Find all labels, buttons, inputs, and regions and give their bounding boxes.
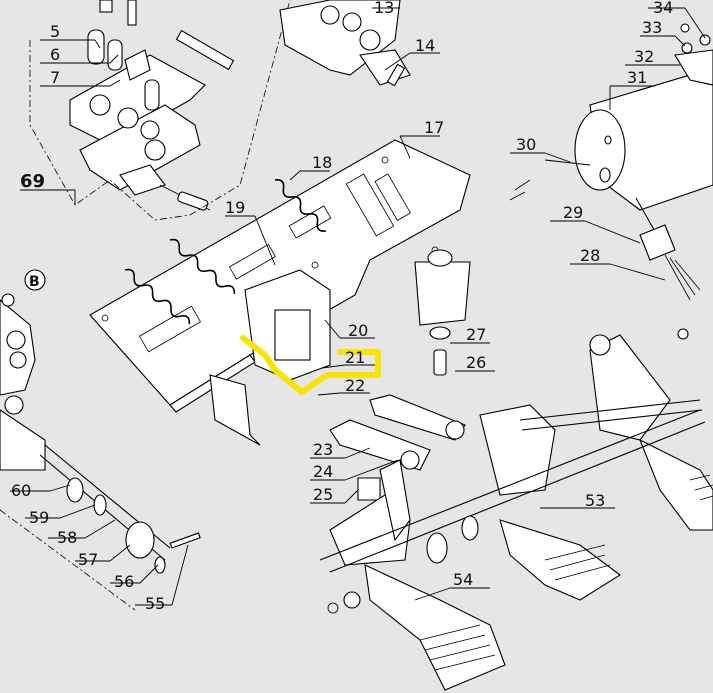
label-34: 34	[653, 0, 673, 17]
label-25: 25	[313, 485, 333, 504]
main-base-plate	[89, 139, 471, 446]
label-59: 59	[29, 508, 49, 527]
part-number-labels: 5 6 7 13 14 17 18 19 20 21 22 23 24 25 2…	[11, 0, 673, 613]
label-6: 6	[50, 45, 60, 64]
label-19: 19	[225, 198, 245, 217]
valve-assembly-top-center	[279, 0, 411, 87]
valve-assembly-top-left	[69, 0, 235, 211]
spring-group	[124, 179, 327, 325]
label-57: 57	[78, 550, 98, 569]
label-21: 21	[345, 348, 365, 367]
label-27: 27	[466, 325, 486, 344]
label-17: 17	[424, 118, 444, 137]
label-20: 20	[348, 321, 368, 340]
label-18: 18	[312, 153, 332, 172]
label-54: 54	[453, 570, 473, 589]
label-22: 22	[345, 376, 365, 395]
label-13: 13	[374, 0, 394, 17]
label-32: 32	[634, 47, 654, 66]
label-14: 14	[415, 36, 435, 55]
pin-and-washer	[429, 326, 451, 376]
label-5: 5	[50, 22, 60, 41]
label-28: 28	[580, 246, 600, 265]
label-60: 60	[11, 481, 31, 500]
label-53: 53	[585, 491, 605, 510]
assembly-69-boundary	[29, 0, 291, 221]
label-7: 7	[50, 68, 60, 87]
label-56: 56	[114, 572, 134, 591]
left-shaft-assembly	[0, 293, 201, 574]
label-30: 30	[516, 135, 536, 154]
label-23: 23	[313, 440, 333, 459]
label-b: B	[29, 274, 40, 290]
highlight-part-22	[240, 335, 381, 395]
label-33: 33	[642, 18, 662, 37]
lever-assembly	[319, 334, 713, 691]
callout-b-circle	[24, 269, 46, 291]
label-29: 29	[563, 203, 583, 222]
label-55: 55	[145, 594, 165, 613]
label-69: 69	[20, 171, 45, 192]
label-24: 24	[313, 462, 333, 481]
motor-assembly	[509, 23, 713, 340]
label-26: 26	[466, 353, 486, 372]
label-31: 31	[627, 68, 647, 87]
label-58: 58	[57, 528, 77, 547]
